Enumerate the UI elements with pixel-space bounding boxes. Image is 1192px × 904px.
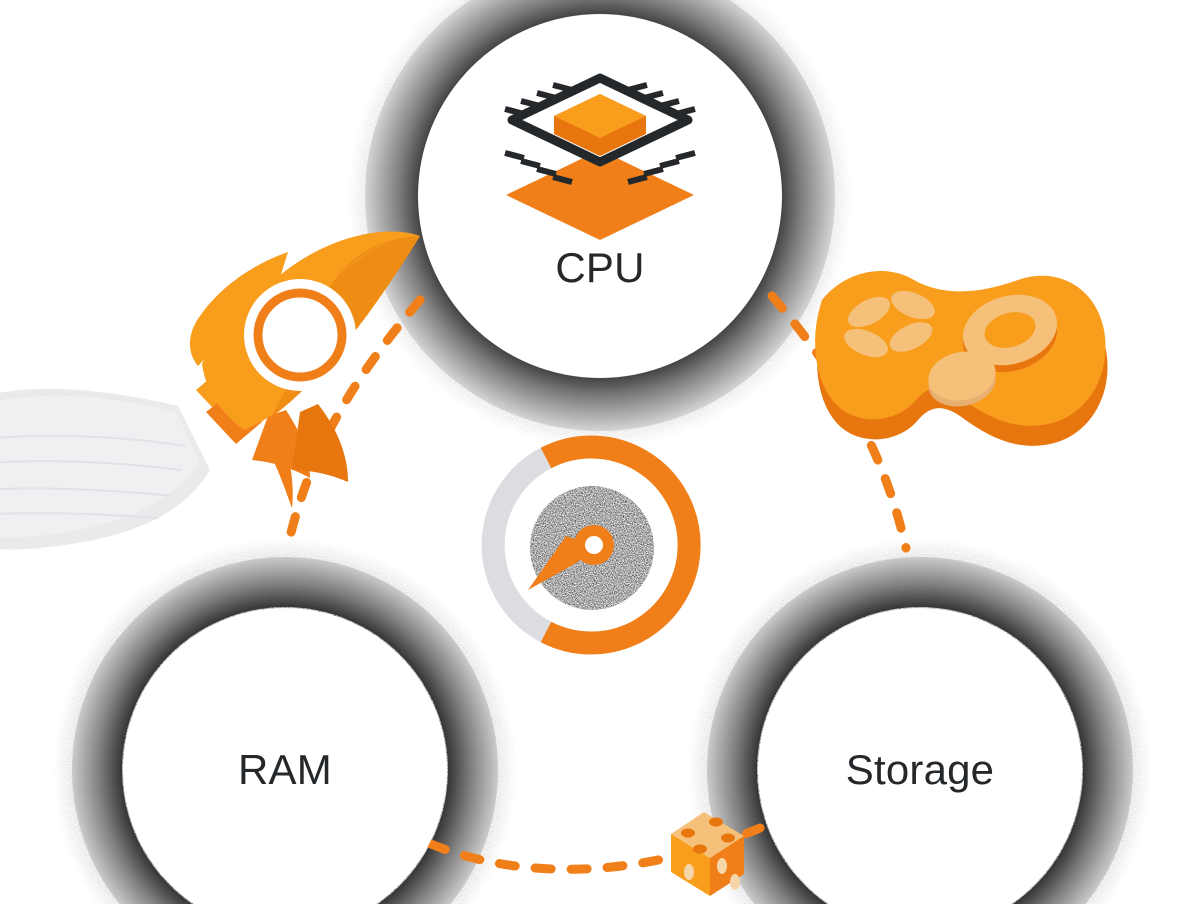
- ring-ram: [48, 533, 522, 904]
- ring-cpu: [341, 0, 859, 455]
- gamepad-icon: [815, 270, 1108, 446]
- ring-storage: [683, 533, 1157, 904]
- node-disc-storage[interactable]: [758, 608, 1082, 904]
- connector-cpu-to-ram: [283, 295, 425, 550]
- gauge-value-arc: [540, 435, 701, 655]
- gauge-track-arc: [481, 447, 552, 643]
- node-disc-ram[interactable]: [123, 608, 447, 904]
- cpu-chip-icon: [504, 73, 696, 240]
- gauge-needle: [528, 525, 614, 590]
- gauge-needle-hub-dot: [585, 536, 603, 554]
- rocket-exhaust-trail: [0, 388, 210, 550]
- dice-icon: [671, 812, 744, 896]
- rocket-icon: [189, 231, 420, 508]
